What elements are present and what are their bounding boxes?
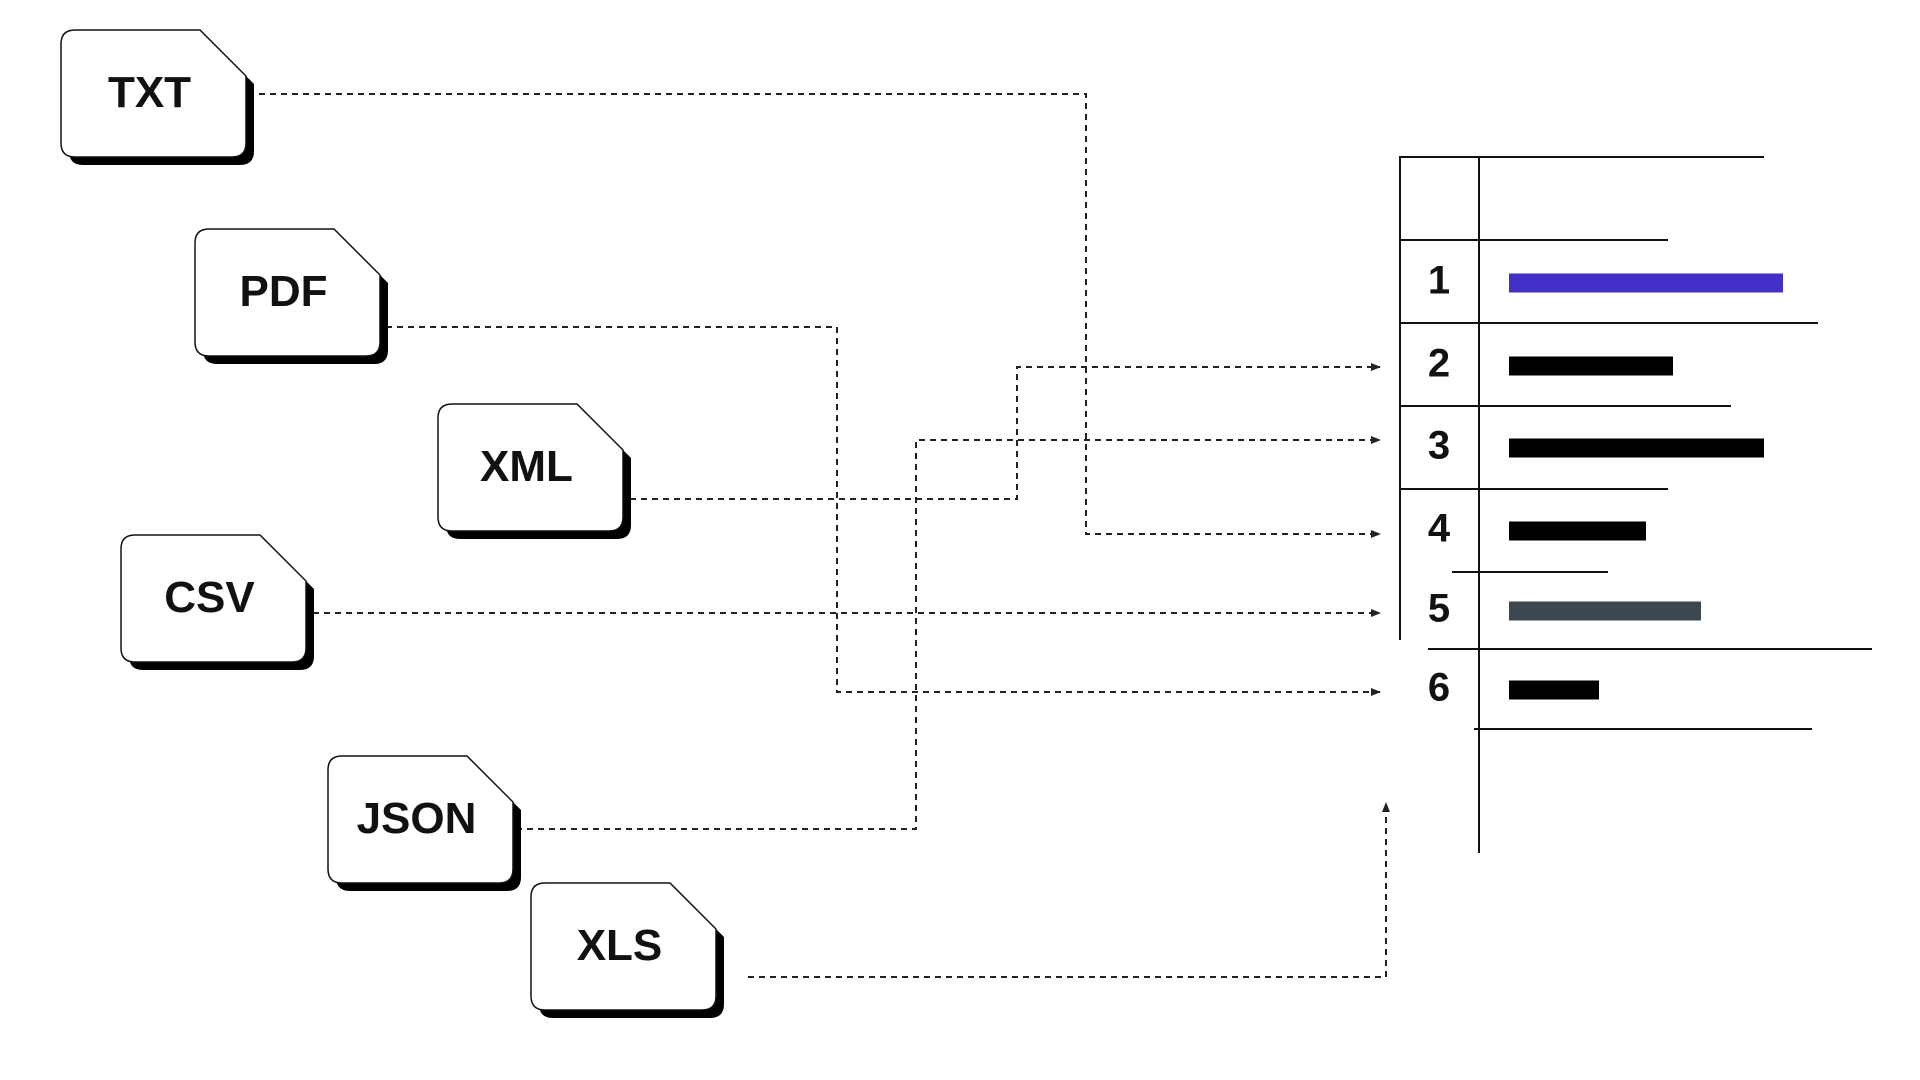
row-bar xyxy=(1509,680,1599,700)
file-card-body xyxy=(530,882,717,1011)
file-card-pdf: PDF xyxy=(194,228,388,364)
table-row: 6 xyxy=(1428,666,1599,710)
row-number: 1 xyxy=(1428,259,1450,303)
row-bar xyxy=(1509,601,1701,621)
file-card-txt: TXT xyxy=(60,29,254,165)
file-card-json: JSON xyxy=(327,755,521,891)
row-bar xyxy=(1509,273,1783,293)
file-label-xml: XML xyxy=(480,442,573,491)
connector-json-to-row-3 xyxy=(516,436,1381,830)
file-label-pdf: PDF xyxy=(240,267,328,316)
table-row: 4 xyxy=(1428,507,1646,551)
row-number: 4 xyxy=(1428,507,1451,551)
file-card-body xyxy=(120,534,307,663)
table-rows: 1 2 3 4 5 6 xyxy=(1428,259,1783,710)
row-bar xyxy=(1509,438,1764,458)
file-label-xls: XLS xyxy=(577,921,663,970)
connectors xyxy=(248,93,1390,978)
file-card-body xyxy=(327,755,514,884)
file-cards: TXT PDF XML CSV JSON XLS xyxy=(60,29,724,1018)
file-card-xml: XML xyxy=(437,403,631,539)
connector-xml-to-row-2 xyxy=(630,363,1381,500)
table-row: 5 xyxy=(1428,587,1701,631)
row-number: 6 xyxy=(1428,666,1450,710)
file-card-body xyxy=(194,228,381,357)
file-card-xls: XLS xyxy=(530,882,724,1018)
connector-pdf-to-row-6 xyxy=(386,326,1381,696)
table-row: 3 xyxy=(1428,424,1764,468)
table-row: 1 xyxy=(1428,259,1783,303)
row-number: 5 xyxy=(1428,587,1450,631)
file-label-txt: TXT xyxy=(108,68,191,117)
file-label-json: JSON xyxy=(357,794,477,843)
connector-txt-to-row-4 xyxy=(248,93,1381,538)
file-card-csv: CSV xyxy=(120,534,314,670)
row-number: 3 xyxy=(1428,424,1450,468)
row-number: 2 xyxy=(1428,342,1450,386)
file-label-csv: CSV xyxy=(164,573,255,622)
data-table: 1 2 3 4 5 6 xyxy=(1399,156,1872,853)
table-row: 2 xyxy=(1428,342,1673,386)
file-card-body xyxy=(437,403,624,532)
file-card-body xyxy=(60,29,247,158)
row-bar xyxy=(1509,521,1646,541)
row-bar xyxy=(1509,356,1673,376)
connector-xls-to-table xyxy=(748,802,1390,978)
